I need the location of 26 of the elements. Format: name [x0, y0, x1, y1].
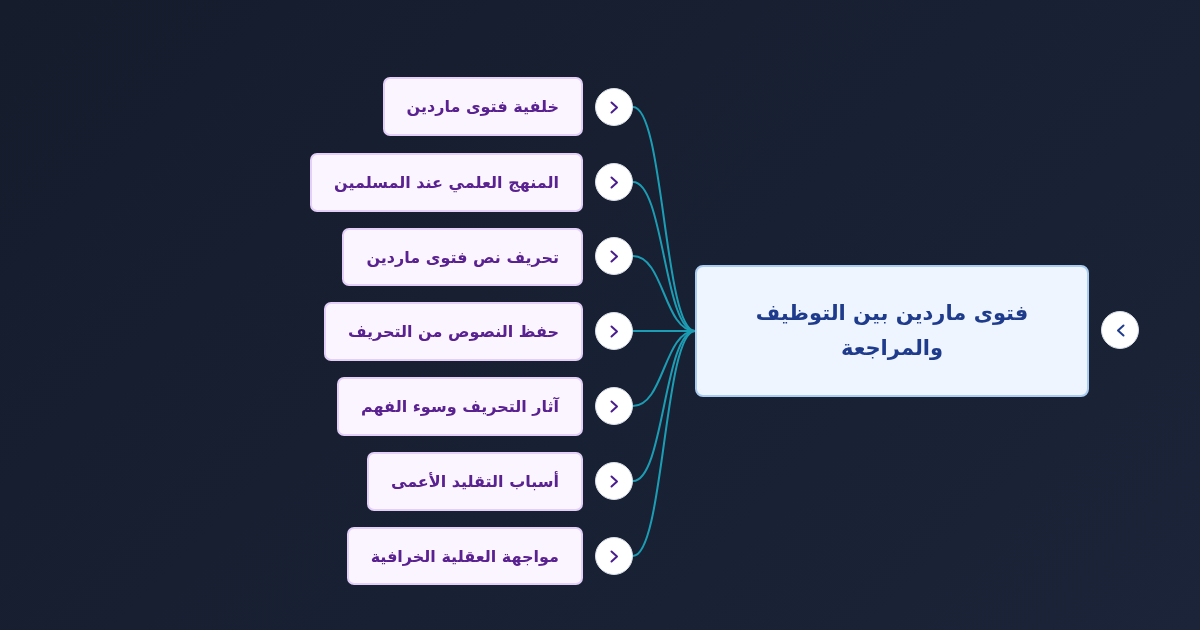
expand-toggle — [595, 88, 633, 126]
topic-box — [310, 153, 583, 212]
expand-toggle — [595, 462, 633, 500]
central-topic-box — [695, 265, 1089, 397]
connector-line — [632, 330, 696, 557]
topic-box — [337, 377, 583, 436]
topic-text: خلفية فتوى ماردين — [406, 97, 559, 116]
topic-text: أسباب التقليد الأعمى — [390, 472, 559, 491]
topic-text: تحريف نص فتوى ماردين — [366, 247, 559, 267]
connector-line — [632, 106, 696, 332]
topic-box — [323, 302, 583, 361]
topic-text: المنهج العلمي عند المسلمين — [334, 173, 559, 192]
topic-box — [346, 527, 583, 585]
expand-toggle — [595, 387, 633, 425]
expand-toggle — [595, 537, 633, 575]
expand-toggle — [595, 237, 633, 275]
topic-box — [382, 77, 583, 136]
collapse-toggle — [1101, 311, 1139, 349]
expand-toggle — [595, 312, 633, 350]
topic-text: آثار التحريف وسوء الفهم — [361, 397, 559, 416]
topic-box — [366, 452, 583, 511]
topic-box — [342, 228, 583, 286]
topic-text: حفظ النصوص من التحريف — [347, 322, 559, 341]
topic-text: مواجهة العقلية الخرافية — [370, 546, 559, 566]
expand-toggle — [595, 163, 633, 201]
central-topic-text: فتوى ماردين بين التوظيف والمراجعة — [754, 300, 1030, 362]
